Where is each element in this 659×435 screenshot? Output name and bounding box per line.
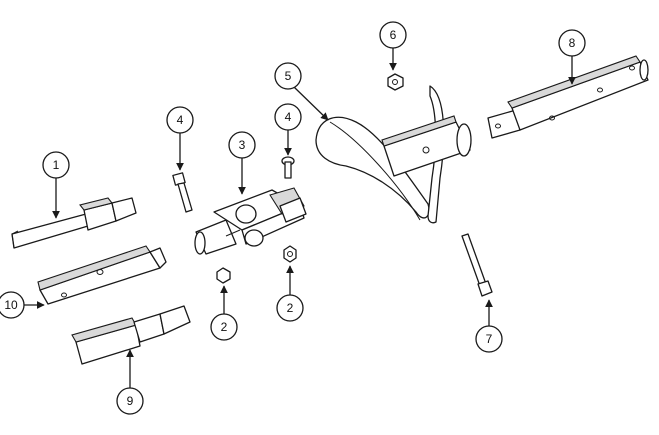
callout-4-left-label: 4	[177, 113, 184, 127]
callout-2-left: 2	[210, 285, 238, 341]
part-1-hex-shaft	[11, 197, 137, 249]
callout-8-label: 8	[569, 36, 576, 50]
callout-10: 10	[0, 291, 45, 319]
part-3-universal-joint	[194, 187, 307, 255]
callout-3: 3	[228, 131, 256, 195]
callout-2-right-label: 2	[287, 301, 294, 315]
part-5-auger-flighting	[315, 85, 472, 224]
part-7-bolt	[461, 233, 493, 297]
part-4-bolt-right	[281, 156, 295, 179]
callout-6-label: 6	[390, 28, 397, 42]
part-4-bolt-left	[172, 172, 193, 213]
callout-10-label: 10	[4, 298, 18, 312]
callout-8: 8	[558, 29, 586, 85]
part-2-nut-right	[283, 245, 297, 263]
callout-4-right-label: 4	[285, 110, 292, 124]
callout-5: 5	[274, 62, 329, 121]
callout-6: 6	[379, 21, 407, 71]
part-2-nut-left	[216, 267, 231, 284]
callout-4-right: 4	[274, 103, 302, 156]
callout-2-right: 2	[276, 265, 304, 322]
callout-9: 9	[116, 349, 144, 415]
callout-2-left-label: 2	[221, 320, 228, 334]
part-9-square-shaft	[71, 305, 191, 365]
callout-4-left: 4	[166, 106, 194, 171]
callout-1: 1	[42, 151, 70, 219]
callout-1-label: 1	[53, 158, 60, 172]
part-8-extension-shaft	[487, 55, 649, 139]
callout-5-label: 5	[285, 69, 292, 83]
callout-9-label: 9	[127, 394, 134, 408]
callout-7: 7	[475, 299, 503, 353]
part-10-round-shaft	[37, 245, 167, 305]
callout-3-label: 3	[239, 138, 246, 152]
part-6-nut	[387, 73, 404, 91]
callout-7-label: 7	[486, 332, 493, 346]
